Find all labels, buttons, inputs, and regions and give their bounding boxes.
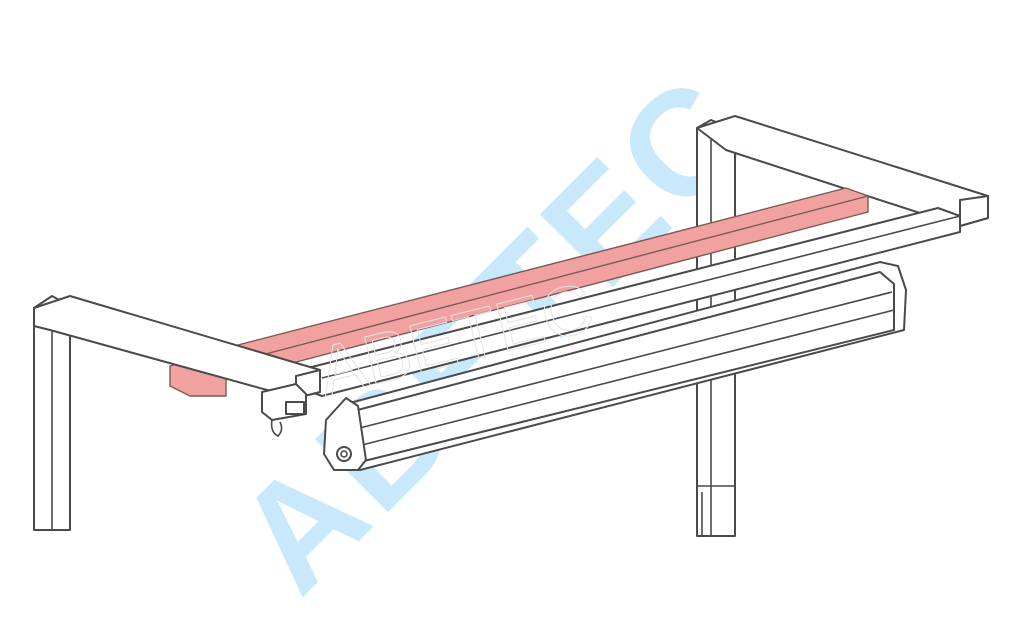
back-frame-rail	[696, 115, 989, 227]
fixture-end-cap-bolt	[336, 446, 352, 462]
left-upright-post	[33, 295, 71, 531]
light-fixture-housing	[323, 261, 907, 471]
rail-bracket	[261, 383, 307, 437]
